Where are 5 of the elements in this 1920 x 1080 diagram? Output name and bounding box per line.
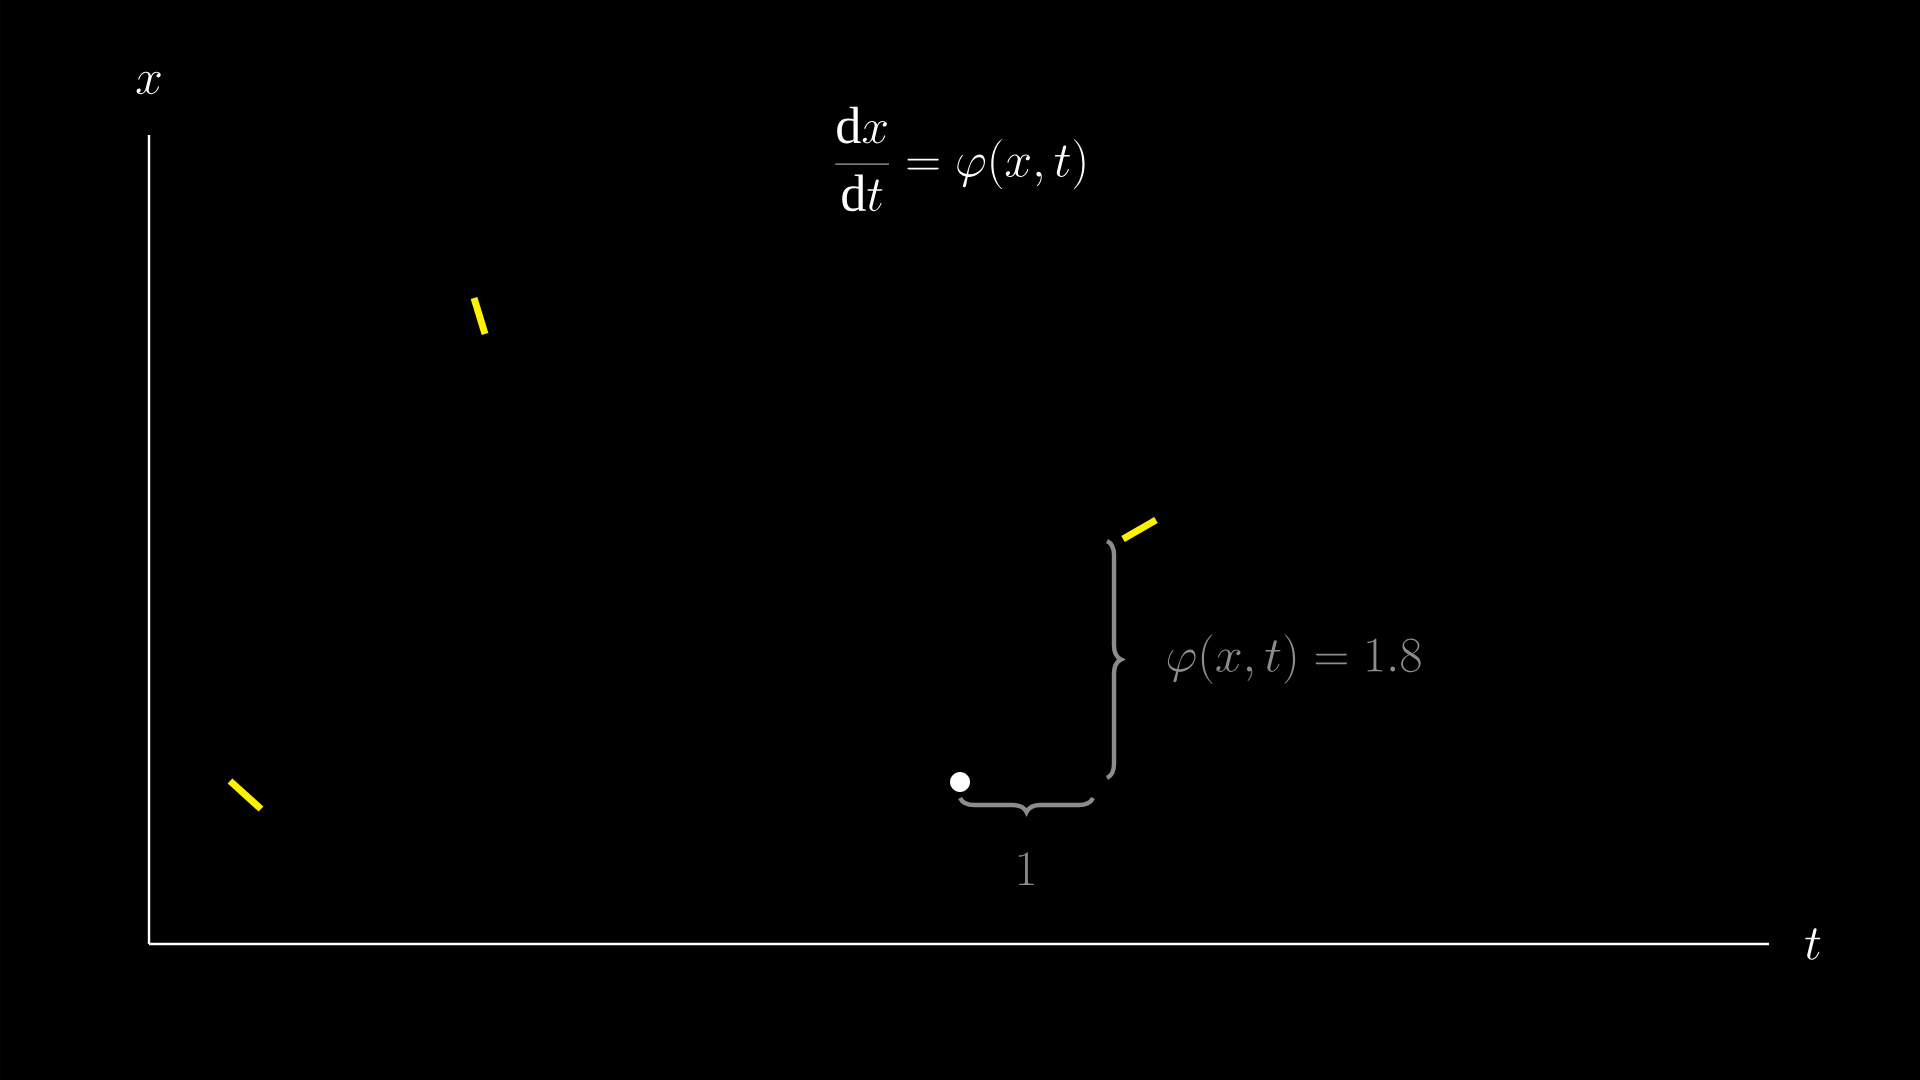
brace-label: $\varphi(x,t) = 1.8$ xyxy=(1167,634,1421,684)
axis-label: $t$ xyxy=(1805,928,1821,960)
equation: $\frac{\mathrm{d}x}{\mathrm{d}t} = \varphi(x,t)$ xyxy=(835,106,1085,212)
brace-label: $1$ xyxy=(1018,852,1034,886)
axis-label: $x$ xyxy=(136,71,161,95)
